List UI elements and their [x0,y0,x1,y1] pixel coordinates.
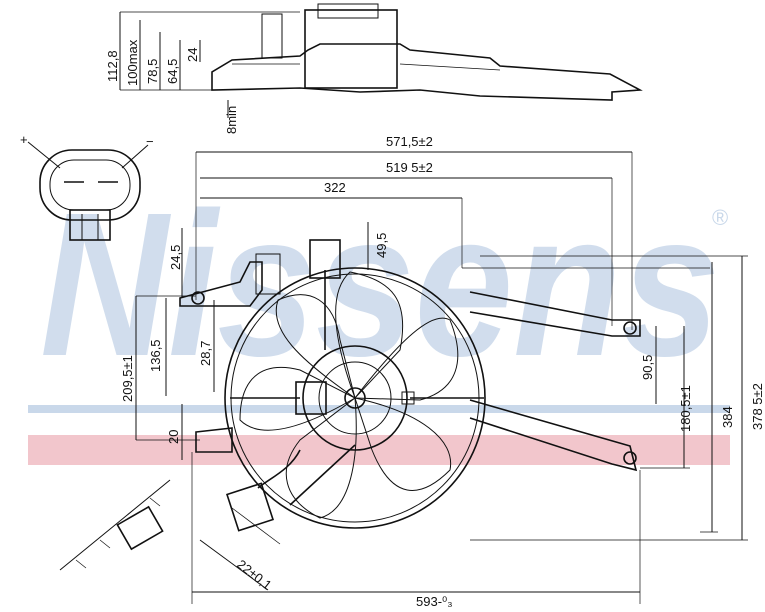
motor-connector-block [295,381,327,415]
dim-593: 593-⁰₃ [416,594,453,609]
dim-22: 22±0,1 [234,557,274,593]
plus-terminal-label: + [20,132,28,147]
motor-plug [226,482,274,532]
mount-hole-right-lower [623,451,637,465]
connector-plug [69,209,111,241]
plug-detail [59,479,171,571]
motor-housing [302,345,408,451]
mount-hole-right-upper [623,321,637,335]
dim-20: 20 [166,430,181,444]
mount-hole-left [191,291,205,305]
watermark-blue-band [28,405,730,413]
motor-side [304,9,398,89]
dim-136-5: 136,5 [148,339,163,372]
dim-378-5: 378 5±2 [750,383,765,430]
dim-180-5: 180,5±1 [678,385,693,432]
dim-78-5: 78,5 [145,59,160,84]
dim-64-5: 64,5 [165,59,180,84]
right-upper-strut [469,291,641,337]
dim-49-5: 49,5 [374,233,389,258]
dim-100max: 100max [125,39,140,86]
dim-90-5: 90,5 [640,355,655,380]
dim-571-5: 571,5±2 [386,134,433,149]
watermark-text: Nissens [40,170,720,399]
registered-mark: ® [712,205,728,230]
dim-28-7: 28,7 [198,341,213,366]
dim-209-5: 209,5±1 [120,355,135,402]
right-lower-strut [469,399,638,472]
dim-24: 24 [185,48,200,62]
side-view: 112,8 100max 78,5 64,5 24 8min [105,3,643,134]
dim-322: 322 [324,180,346,195]
connector-body [39,149,141,221]
dim-112-8: 112,8 [105,50,120,82]
side-view-outline [211,43,643,101]
dim-519-5: 519 5±2 [386,160,433,175]
left-lower-mount [195,427,233,453]
left-mount-bracket [179,261,263,307]
dim-24-5: 24,5 [168,245,183,270]
dim-8min: 8min [224,106,239,134]
front-view-dimensions: 571,5±2 519 5±2 322 24,5 49,5 28,7 136,5… [120,134,765,609]
front-view [59,239,641,571]
electrical-connector: + − [20,132,154,241]
fan-shroud-outer [224,267,486,529]
motor-ring [318,361,392,435]
watermark: Nissens ® [28,170,730,465]
motor-hub [344,387,366,409]
dim-384: 384 [720,406,735,428]
minus-terminal-label: − [146,134,154,149]
